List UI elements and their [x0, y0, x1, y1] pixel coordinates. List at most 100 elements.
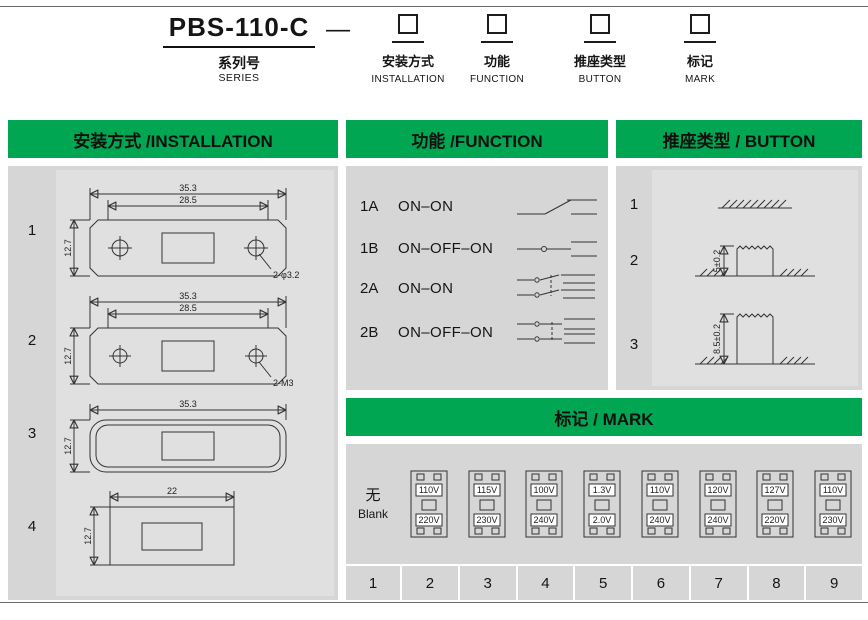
dim-label: 28.5 [179, 303, 197, 313]
installation-code-box [398, 14, 418, 34]
model-number: PBS-110-C [168, 12, 310, 42]
mounting-drawing-type3: 35.3 12.7 [63, 399, 322, 480]
voltage-top: 1.3V [593, 485, 612, 495]
slot-mark: 标记 MARK [640, 14, 760, 85]
mounting-drawing-type4: 22 12.7 [83, 486, 270, 573]
function-code: 1A [360, 198, 379, 215]
installation-row-index: 1 [27, 222, 37, 239]
mark-code-cell: 1 [346, 566, 400, 600]
mounting-drawing-type1: 35.3 28.5 12.7 2-φ3.2 [63, 183, 299, 280]
voltage-top: 100V [534, 485, 555, 495]
slot-installation: 安装方式 INSTALLATION [348, 14, 468, 85]
mark-switch-icon: 120V 240V [699, 470, 737, 538]
installation-drawing-area [56, 170, 334, 596]
circuit-symbol-1a [517, 199, 597, 215]
dash-separator: — [326, 16, 350, 43]
function-code: 2A [360, 280, 379, 297]
dim-label: 5±0.2 [712, 250, 722, 272]
button-row-index: 1 [629, 196, 639, 213]
mark-code-cell: 5 [575, 566, 631, 600]
function-label: ON–OFF–ON [398, 240, 494, 257]
function-code-line [481, 41, 513, 43]
function-code-box [487, 14, 507, 34]
bottom-rule [0, 602, 868, 603]
series-label-en: SERIES [218, 72, 260, 84]
slot-function: 功能 FUNCTION [437, 14, 557, 85]
mark-code-line [684, 41, 716, 43]
voltage-bottom: 220V [418, 515, 439, 525]
slot-button: 推座类型 BUTTON [540, 14, 660, 85]
top-rule [0, 6, 868, 7]
voltage-bottom: 240V [534, 515, 555, 525]
mark-variants-row: 无 Blank 110V 220V 115V 230V 100V 240V 1.… [346, 444, 862, 564]
dim-label: 12.7 [63, 347, 73, 365]
mark-code-cell: 3 [459, 566, 516, 600]
mark-code-cell: 4 [517, 566, 574, 600]
voltage-top: 115V [476, 485, 496, 495]
mark-code-cell: 8 [748, 566, 805, 600]
voltage-bottom: 230V [823, 515, 844, 525]
blank-label-cn: 无 [365, 486, 381, 504]
voltage-top: 110V [419, 485, 439, 495]
mounting-drawing-type2: 35.3 28.5 12.7 2-M3 [63, 292, 294, 388]
mark-code-cell: 2 [402, 566, 458, 600]
voltage-bottom: 2.0V [593, 515, 612, 525]
installation-row-index: 4 [27, 518, 37, 535]
function-code: 2B [360, 324, 379, 341]
button-profile-flat [718, 199, 792, 209]
voltage-bottom: 230V [476, 515, 497, 525]
circuit-symbol-2b [517, 318, 595, 344]
mark-switch-icon: 1.3V 2.0V [583, 470, 621, 538]
slot-label-en: INSTALLATION [371, 74, 445, 85]
dim-label: 22 [167, 486, 177, 496]
button-drawing-area [652, 170, 858, 386]
installation-section-header: 安装方式 /INSTALLATION [8, 120, 338, 158]
dim-label: 35.3 [179, 183, 197, 193]
slot-label-en: MARK [684, 74, 716, 85]
voltage-top: 110V [650, 485, 670, 495]
dim-label: 12.7 [63, 437, 73, 455]
button-profile-8-5mm: 8.5±0.2 [695, 313, 815, 378]
button-code-box [590, 14, 610, 34]
voltage-bottom: 220V [765, 515, 786, 525]
series-label-cn: 系列号 [218, 55, 260, 71]
function-label: ON–OFF–ON [398, 324, 494, 341]
voltage-bottom: 240V [649, 515, 670, 525]
button-row-index: 2 [629, 252, 639, 269]
voltage-bottom: 240V [707, 515, 728, 525]
dim-label: 12.7 [83, 527, 93, 545]
installation-row-index: 3 [27, 425, 37, 442]
button-row-index: 3 [629, 336, 639, 353]
slot-label-en: BUTTON [578, 74, 622, 85]
mark-section-header: 标记 / MARK [346, 398, 862, 436]
hole-note: 2-φ3.2 [273, 270, 299, 280]
dim-label: 35.3 [179, 399, 197, 409]
dim-label: 35.3 [179, 292, 197, 301]
model-underline [163, 46, 315, 48]
function-label: ON–ON [398, 280, 454, 297]
slot-label-cn: 安装方式 [381, 54, 434, 69]
mark-code-box [690, 14, 710, 34]
mark-code-cell: 9 [806, 566, 862, 600]
button-profile-5mm: 5±0.2 [695, 245, 815, 288]
voltage-top: 120V [707, 485, 728, 495]
installation-code-line [392, 41, 424, 43]
installation-row-index: 2 [27, 332, 37, 349]
function-section-header: 功能 /FUNCTION [346, 120, 608, 158]
mark-switch-icon: 115V 230V [468, 470, 506, 538]
blank-label-en: Blank [357, 507, 389, 522]
button-section-header: 推座类型 / BUTTON [616, 120, 862, 158]
slot-label-cn: 功能 [483, 54, 510, 69]
dim-label: 12.7 [63, 239, 73, 257]
mark-code-cell: 7 [690, 566, 747, 600]
circuit-symbol-2a [517, 274, 595, 299]
mark-switch-icon: 110V 240V [641, 470, 679, 538]
function-code: 1B [360, 240, 379, 257]
slot-label-cn: 标记 [686, 54, 713, 69]
mark-code-cell: 6 [633, 566, 689, 600]
mark-switch-icon: 110V 230V [814, 470, 852, 538]
mark-switch-icon: 127V 220V [756, 470, 794, 538]
dim-label: 8.5±0.2 [712, 324, 722, 354]
voltage-top: 127V [765, 485, 786, 495]
